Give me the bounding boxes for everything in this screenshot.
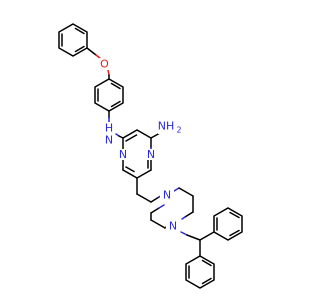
atom-label-primary-amine: NH 2 <box>158 119 183 135</box>
svg-text:NH: NH <box>158 120 175 133</box>
methylene-linker-bonds <box>136 177 163 203</box>
atom-label-triazine-n-left: N <box>117 148 129 161</box>
secondary-amine-n: N <box>105 134 113 147</box>
svg-text:N: N <box>147 148 155 161</box>
svg-text:N: N <box>163 189 171 202</box>
ether-bonds <box>86 47 110 80</box>
atom-label-oxygen: O <box>99 58 110 71</box>
chemical-structure-diagram: O H N NH 2 N N N N <box>58 23 243 289</box>
svg-text:2: 2 <box>176 126 181 135</box>
atom-label-triazine-n-right: N <box>145 148 157 161</box>
atom-label-secondary-amine: H N <box>103 122 115 147</box>
svg-text:N: N <box>169 220 177 233</box>
piperazine-ring <box>150 187 194 229</box>
svg-text:N: N <box>119 148 127 161</box>
phenyl-ring-bottom <box>185 255 215 289</box>
atom-label-piperazine-n: N <box>166 220 180 233</box>
phenyl-ring-right <box>213 207 243 241</box>
phenylene-ring <box>94 78 124 112</box>
benzhydryl-bonds <box>180 231 215 257</box>
atom-label-triazine-n-bottom: N <box>160 189 174 202</box>
phenyl-ring-terminal <box>58 23 88 57</box>
svg-text:O: O <box>100 58 109 71</box>
triazine-ring <box>122 129 152 179</box>
secondary-amine-h: H <box>105 122 113 135</box>
